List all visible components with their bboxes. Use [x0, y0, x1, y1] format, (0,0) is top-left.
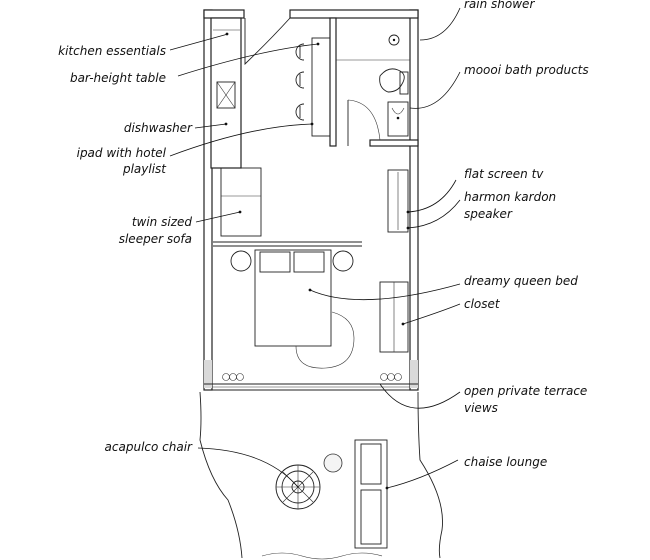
plants-left — [222, 373, 244, 381]
terrace-door — [204, 373, 418, 391]
label-chaise-lounge: chaise lounge — [464, 455, 547, 469]
acapulco-chair — [275, 453, 343, 510]
walls — [203, 9, 419, 391]
label-harmon-line1: harmon kardon — [464, 190, 556, 204]
label-rain-shower: rain shower — [464, 0, 535, 11]
label-flat-screen-tv: flat screen tv — [464, 167, 544, 181]
leader-lines — [169, 7, 461, 489]
label-moooi-bath-products: moooi bath products — [464, 63, 589, 77]
tv-console — [387, 169, 410, 233]
bar-table — [295, 37, 331, 137]
label-harmon-line2: speaker — [464, 207, 513, 221]
plants-right — [380, 373, 402, 381]
label-ipad-line2: playlist — [122, 162, 167, 176]
bar-stools — [295, 43, 305, 121]
bed-area — [213, 241, 409, 369]
sleeper-sofa — [220, 167, 262, 237]
label-ipad-line1: ipad with hotel — [77, 146, 167, 160]
label-closet: closet — [464, 297, 501, 311]
terrace — [199, 391, 443, 560]
chaise-lounge — [354, 439, 389, 549]
label-terrace-line2: views — [464, 401, 498, 415]
label-terrace-line1: open private terrace — [464, 384, 587, 398]
label-kitchen-essentials: kitchen essentials — [58, 44, 166, 58]
label-sofa-line2: sleeper sofa — [119, 232, 192, 246]
label-dishwasher: dishwasher — [124, 121, 193, 135]
label-dreamy-queen-bed: dreamy queen bed — [464, 274, 578, 288]
label-bar-height-table: bar-height table — [70, 71, 166, 85]
label-acapulco-chair: acapulco chair — [105, 440, 194, 454]
labels: rain shower kitchen essentials bar-heigh… — [58, 0, 589, 469]
bathroom — [336, 34, 410, 146]
label-sofa-line1: twin sized — [132, 215, 193, 229]
